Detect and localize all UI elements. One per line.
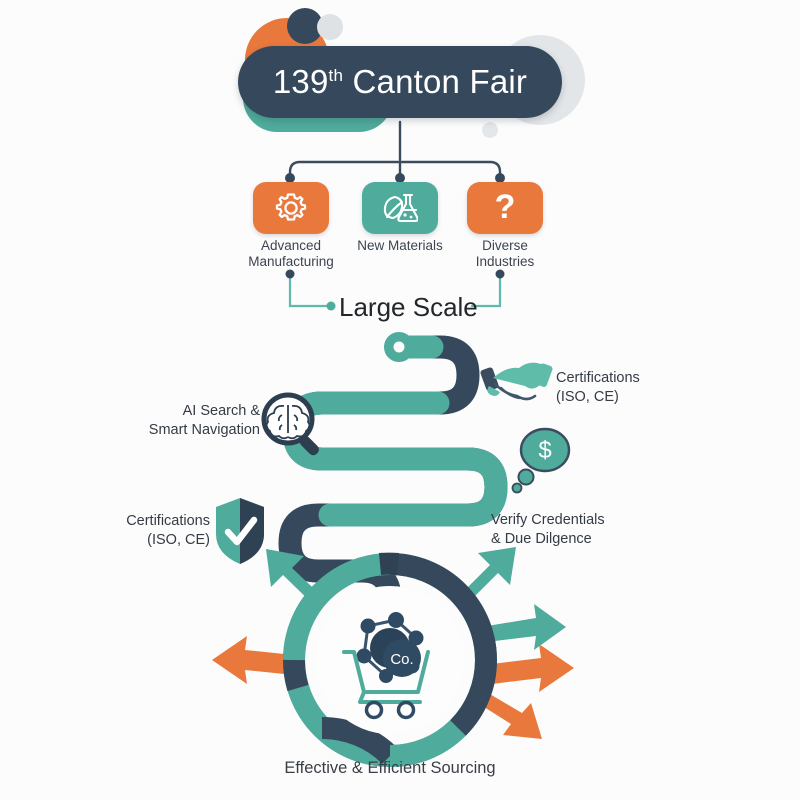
category-label-advanced-manufacturing: Advanced Manufacturing [248, 238, 334, 269]
header-title-pill: 139th Canton Fair [238, 46, 562, 118]
journey-start-ring [384, 332, 414, 362]
arrow-right-orange [492, 644, 574, 692]
large-scale-connectors [288, 272, 502, 308]
svg-text:?: ? [495, 190, 516, 226]
journey-seg-teal-2 [282, 391, 508, 527]
title-superscript: th [328, 66, 344, 85]
arrow-right-upper-teal [487, 604, 566, 650]
magnifier-brain-icon [261, 392, 319, 456]
hub-arrows [212, 547, 574, 739]
shield-check-icon [216, 498, 264, 564]
shopping-cart-molecule-icon: Co. [342, 612, 430, 720]
journey-label-ai-search: AI Search & Smart Navigation [148, 403, 260, 438]
handshake-icon [480, 362, 553, 401]
connector-dot-left [285, 173, 295, 183]
category-label-diverse-industries: Diverse Industries [475, 238, 535, 269]
arrow-down-right-orange [473, 690, 542, 739]
svg-text:Co.: Co. [390, 651, 413, 668]
category-card-new-materials[interactable] [362, 182, 438, 234]
question-mark-icon: ? [495, 190, 516, 226]
large-scale-dot-right [495, 269, 505, 279]
category-card-diverse-industries[interactable]: ? [467, 182, 543, 234]
journey-label-certifications-top: Certifications (ISO, CE) [556, 370, 640, 405]
dollar-thought-bubble-icon: $ [511, 427, 571, 494]
journey-label-verify-credentials: Verify Credentials & Due Dilgence [491, 512, 605, 547]
title-rest: Canton Fair [343, 63, 528, 100]
category-label-new-materials: New Materials [357, 238, 443, 253]
large-scale-label: Large Scale [339, 292, 478, 322]
large-scale-dot-left [285, 269, 295, 279]
large-scale-dot-inner [326, 301, 336, 311]
page-title: 139th Canton Fair [273, 63, 527, 101]
category-card-advanced-manufacturing[interactable] [253, 182, 329, 234]
navy-dot-decoration [287, 8, 323, 44]
gear-icon [275, 193, 307, 221]
journey-label-certifications-bottom: Certifications (ISO, CE) [126, 513, 210, 548]
connector-dot-center [395, 173, 405, 183]
hub-caption: Effective & Efficient Sourcing [284, 759, 496, 777]
flask-leaf-icon [383, 193, 418, 223]
arrow-left-orange [212, 636, 294, 684]
journey-start-hole [393, 341, 405, 353]
connector-dot-right [495, 173, 505, 183]
title-number: 139 [272, 63, 329, 100]
gray-small-dot-decoration [482, 122, 498, 138]
svg-text:$: $ [538, 437, 551, 464]
gray-dot-decoration [317, 14, 343, 40]
